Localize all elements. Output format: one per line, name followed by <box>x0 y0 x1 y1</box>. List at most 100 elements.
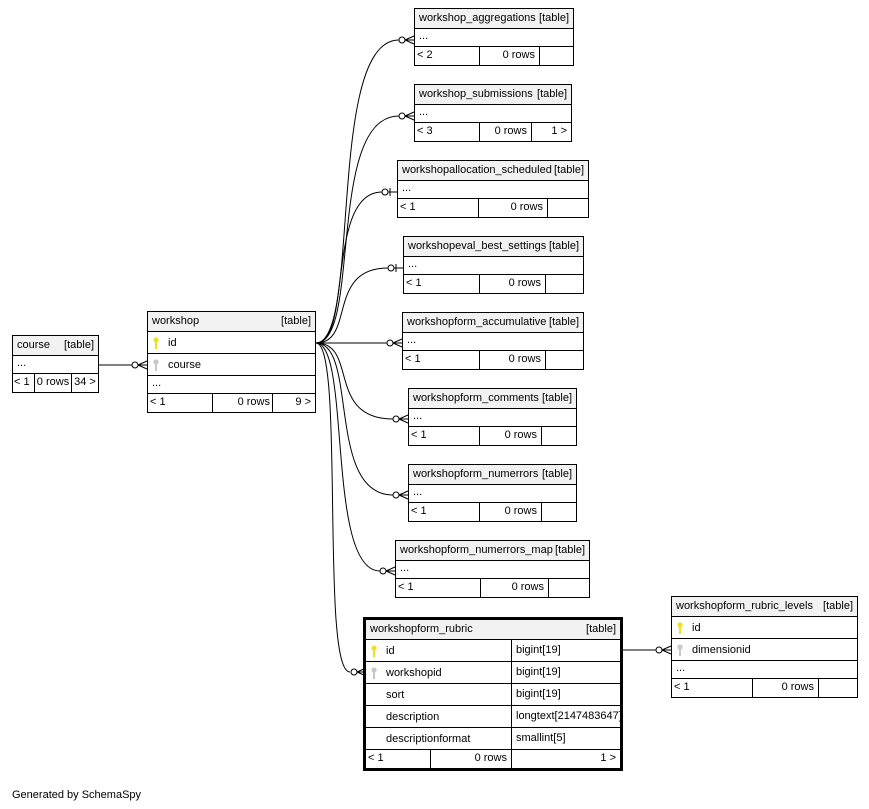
table-workshopform-accumulative[interactable]: workshopform_accumulative [table] ... < … <box>402 312 584 370</box>
table-workshopeval-best-settings[interactable]: workshopeval_best_settings [table] ... <… <box>403 236 584 294</box>
table-footer: < 1 0 rows <box>672 679 857 697</box>
column-name: dimensionid <box>692 644 751 656</box>
foreign-key-icon <box>677 644 683 656</box>
edge-workshop-workshop-aggregations <box>315 39 400 344</box>
row-count: 0 rows <box>479 123 531 141</box>
table-course[interactable]: course [table] ... < 1 0 rows 34 > <box>12 335 99 393</box>
crow-foot-workshopform-comments <box>392 414 409 424</box>
table-header: workshopeval_best_settings [table] <box>404 237 583 257</box>
table-workshopform-numerrors-map[interactable]: workshopform_numerrors_map [table] ... <… <box>395 540 590 598</box>
table-tag: [table] <box>549 316 579 328</box>
table-header: course [table] <box>13 336 98 356</box>
column-row: sort bigint[19] <box>366 684 620 706</box>
crow-foot-workshopform-rubric-levels <box>655 645 672 655</box>
table-footer: < 1 0 rows 9 > <box>148 394 315 412</box>
table-workshop[interactable]: workshop [table] id course ... < 1 0 row… <box>147 311 316 413</box>
column-name: workshopid <box>386 667 442 679</box>
table-name: workshopform_numerrors <box>413 468 539 480</box>
crow-foot-workshopeval-best-settings <box>387 264 403 272</box>
table-header: workshopform_accumulative [table] <box>403 313 583 333</box>
column-name: id <box>168 337 177 349</box>
table-workshop-aggregations[interactable]: workshop_aggregations [table] ... < 2 0 … <box>414 8 574 66</box>
column-type: longtext[2147483647] <box>511 706 622 727</box>
column-type: smallint[5] <box>511 728 566 749</box>
children-count <box>818 679 857 697</box>
parents-count: < 1 <box>406 277 422 289</box>
table-footer: < 1 0 rows 34 > <box>13 374 98 392</box>
foreign-key-icon <box>153 359 159 371</box>
table-workshopallocation-scheduled[interactable]: workshopallocation_scheduled [table] ...… <box>397 160 589 218</box>
more-columns: ... <box>398 181 588 199</box>
more-columns: ... <box>13 356 98 374</box>
crow-foot-workshop <box>131 360 148 370</box>
table-name: workshopform_rubric <box>370 623 473 635</box>
table-tag: [table] <box>539 12 569 24</box>
row-count: 0 rows <box>430 750 511 768</box>
edge-workshop-workshopform-rubric <box>315 342 351 673</box>
column-type: bigint[19] <box>511 640 561 661</box>
parents-count: < 1 <box>405 353 421 365</box>
more-columns: ... <box>409 485 576 503</box>
parents-count: < 1 <box>398 581 414 593</box>
column-name: sort <box>386 689 405 701</box>
more-columns: ... <box>415 29 573 47</box>
column-name: description <box>386 711 440 723</box>
row-count: 0 rows <box>479 503 541 521</box>
column-row: descriptionformat smallint[5] <box>366 728 620 750</box>
crow-foot-workshopallocation-scheduled <box>381 188 397 196</box>
primary-key-icon <box>677 622 683 634</box>
table-workshopform-rubric[interactable]: workshopform_rubric [table] id bigint[19… <box>363 617 623 771</box>
table-tag: [table] <box>554 164 584 176</box>
table-workshopform-rubric-levels[interactable]: workshopform_rubric_levels [table] id di… <box>671 596 858 698</box>
row-count: 0 rows <box>480 579 548 597</box>
table-name: workshopform_comments <box>413 392 539 404</box>
more-columns: ... <box>404 257 583 275</box>
column-type: bigint[19] <box>511 662 561 683</box>
crow-foot-workshop-aggregations <box>398 35 415 45</box>
parents-count: < 1 <box>14 376 30 388</box>
parents-count: < 1 <box>400 201 416 213</box>
table-footer: < 1 0 rows <box>409 427 576 445</box>
parents-count: < 1 <box>368 752 384 764</box>
edge-workshop-workshopform-comments <box>315 342 394 420</box>
table-name: workshopform_accumulative <box>407 316 547 328</box>
table-name: workshop_submissions <box>419 88 533 100</box>
parents-count: < 2 <box>417 49 433 61</box>
table-name: workshopform_rubric_levels <box>676 600 813 612</box>
edge-workshop-workshopallocation-scheduled <box>315 191 383 344</box>
column-name: id <box>692 622 701 634</box>
generated-by-credit: Generated by SchemaSpy <box>12 789 142 801</box>
column-row: id bigint[19] <box>366 640 620 662</box>
row-count: 0 rows <box>479 275 545 293</box>
table-workshopform-comments[interactable]: workshopform_comments [table] ... < 1 0 … <box>408 388 577 446</box>
edge-workshop-workshopeval-best-settings <box>315 267 389 344</box>
children-count <box>545 351 583 369</box>
parents-count: < 1 <box>674 681 690 693</box>
table-workshop-submissions[interactable]: workshop_submissions [table] ... < 3 0 r… <box>414 84 572 142</box>
edge-workshop-workshop-submissions <box>315 115 400 344</box>
table-tag: [table] <box>537 88 567 100</box>
column-name: descriptionformat <box>386 733 471 745</box>
children-count <box>541 427 576 445</box>
table-header: workshopallocation_scheduled [table] <box>398 161 588 181</box>
row-count: 0 rows <box>479 427 541 445</box>
row-count: 0 rows <box>478 199 547 217</box>
children-count <box>547 199 588 217</box>
table-header: workshop_submissions [table] <box>415 85 571 105</box>
edge-workshop-workshopform-numerrors-map <box>315 342 381 572</box>
table-footer: < 1 0 rows <box>396 579 589 597</box>
table-workshopform-numerrors[interactable]: workshopform_numerrors [table] ... < 1 0… <box>408 464 577 522</box>
row-count: 0 rows <box>752 679 818 697</box>
table-header: workshop_aggregations [table] <box>415 9 573 29</box>
children-count: 34 > <box>71 374 98 392</box>
children-count: 1 > <box>511 750 620 768</box>
table-name: workshopform_numerrors_map <box>400 544 553 556</box>
table-tag: [table] <box>281 315 311 327</box>
table-name: course <box>17 339 51 351</box>
more-columns: ... <box>403 333 583 351</box>
table-header: workshop [table] <box>148 312 315 332</box>
children-count <box>539 47 573 65</box>
crow-foot-workshop-submissions <box>398 111 415 121</box>
table-footer: < 3 0 rows 1 > <box>415 123 571 141</box>
